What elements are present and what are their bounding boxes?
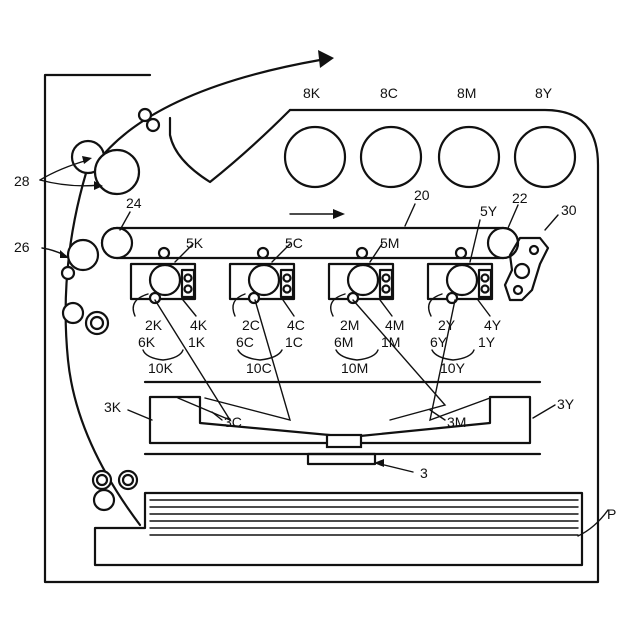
label-3C: 3C (224, 414, 242, 430)
image-unit-C (230, 248, 294, 303)
belt-roller-22 (488, 228, 518, 258)
exit-arrow-head (318, 50, 334, 68)
label-4K: 4K (190, 317, 208, 333)
label-10K: 10K (148, 360, 174, 376)
label-2Y: 2Y (438, 317, 456, 333)
label-P: P (607, 506, 616, 522)
polygon-mirror (327, 435, 361, 447)
label-4Y: 4Y (484, 317, 502, 333)
label-6C: 6C (236, 334, 254, 350)
exit-tray (170, 110, 290, 182)
cleaner-hole-c (514, 286, 522, 294)
feed-roller-b-inner (123, 475, 133, 485)
belt-roller-24 (102, 228, 132, 258)
label-1M: 1M (381, 334, 400, 350)
label-6Y: 6Y (430, 334, 448, 350)
paper-tray (95, 493, 582, 565)
label-8Y: 8Y (535, 85, 553, 101)
label-3: 3 (420, 465, 428, 481)
label-10M: 10M (341, 360, 368, 376)
label-2K: 2K (145, 317, 163, 333)
label-30: 30 (561, 202, 577, 218)
cleaner-hole-b (515, 264, 529, 278)
label-3Y: 3Y (557, 396, 575, 412)
label-6K: 6K (138, 334, 156, 350)
toner-8Y (515, 127, 575, 187)
label-22: 22 (512, 190, 528, 206)
label-5K: 5K (186, 235, 204, 251)
toner-8C (361, 127, 421, 187)
label-2M: 2M (340, 317, 359, 333)
exit-roller-lower (95, 150, 139, 194)
label-1K: 1K (188, 334, 206, 350)
label-20: 20 (414, 187, 430, 203)
label-4C: 4C (287, 317, 305, 333)
feed-roller-a-inner (97, 475, 107, 485)
label-5M: 5M (380, 235, 399, 251)
label-8C: 8C (380, 85, 398, 101)
image-unit-Y (428, 248, 492, 303)
label-4M: 4M (385, 317, 404, 333)
label-5C: 5C (285, 235, 303, 251)
label-2C: 2C (242, 317, 260, 333)
image-unit-M (329, 248, 393, 303)
label-10Y: 10Y (440, 360, 466, 376)
paper-stack (150, 500, 578, 535)
fixing-roller-26 (68, 240, 98, 270)
secondary-roller-a (63, 303, 83, 323)
label-6M: 6M (334, 334, 353, 350)
feed-roller-c (94, 490, 114, 510)
toner-8M (439, 127, 499, 187)
label-1Y: 1Y (478, 334, 496, 350)
label-5Y: 5Y (480, 203, 498, 219)
label-8M: 8M (457, 85, 476, 101)
label-28: 28 (14, 173, 30, 189)
image-unit-K (131, 248, 195, 303)
label-10C: 10C (246, 360, 272, 376)
label-8K: 8K (303, 85, 321, 101)
label-1C: 1C (285, 334, 303, 350)
label-3K: 3K (104, 399, 122, 415)
label-24: 24 (126, 195, 142, 211)
roller-small-top2 (147, 119, 159, 131)
fixing-roller-26b (62, 267, 74, 279)
belt-direction-arrowhead (333, 209, 345, 219)
secondary-roller-b-inner (91, 317, 103, 329)
cleaner-hole-a (530, 246, 538, 254)
toner-8K (285, 127, 345, 187)
label-3M: 3M (447, 414, 466, 430)
exposure-mount (308, 454, 375, 464)
label-26: 26 (14, 239, 30, 255)
